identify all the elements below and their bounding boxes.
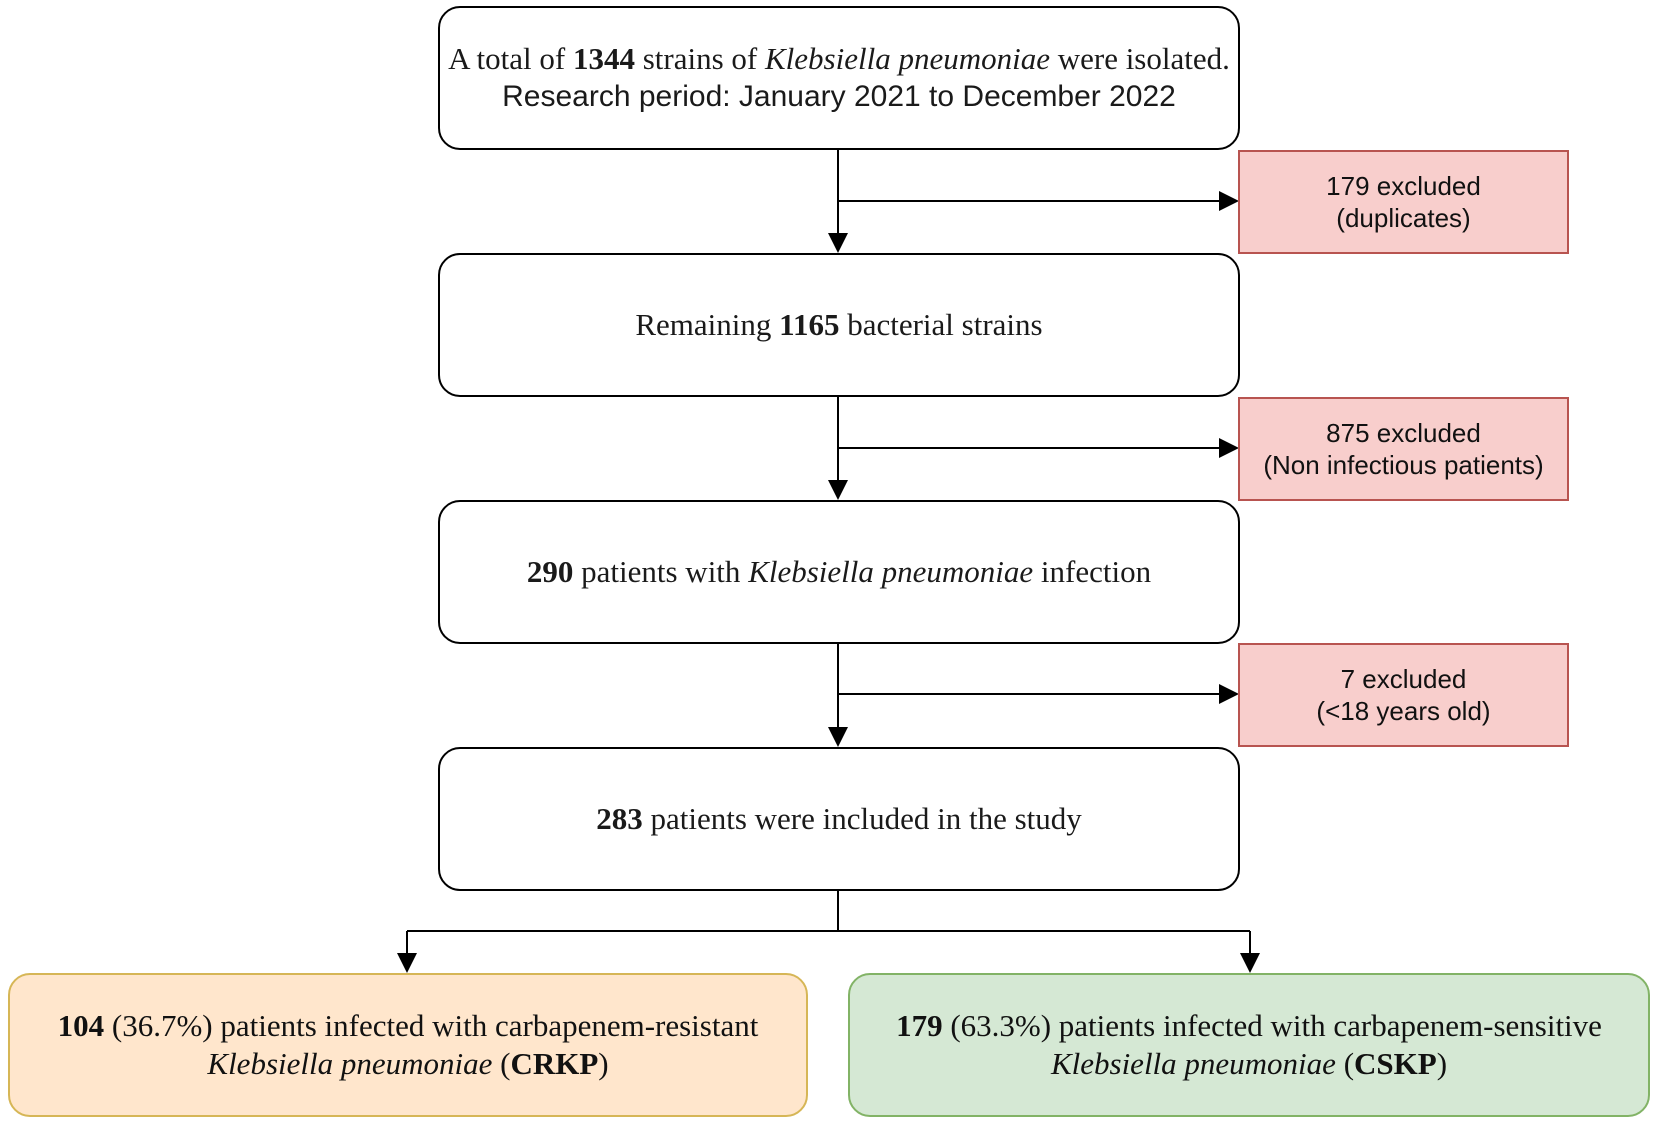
step1-prefix: A total of	[448, 41, 573, 76]
crkp-count: 104	[57, 1008, 105, 1043]
step3-suffix: infection	[1033, 554, 1152, 589]
step3-organism: Klebsiella pneumoniae	[748, 554, 1034, 589]
step1-suffix: were isolated.	[1049, 41, 1230, 76]
step1-count: 1344	[572, 41, 635, 76]
crkp-line2: Klebsiella pneumoniae (CRKP)	[207, 1045, 608, 1083]
exclusion-under-18: 7 excluded (<18 years old)	[1238, 643, 1569, 747]
step2-count: 1165	[779, 307, 840, 342]
research-period: Research period: January 2021 to Decembe…	[502, 80, 1176, 113]
crkp-organism: Klebsiella pneumoniae	[207, 1046, 493, 1081]
step4-text: 283 patients were included in the study	[596, 801, 1082, 837]
exclusion-non-infectious: 875 excluded (Non infectious patients)	[1238, 397, 1569, 501]
outcome-crkp-group: 104 (36.7%) patients infected with carba…	[8, 973, 808, 1117]
exclusion1-count: 179 excluded	[1326, 171, 1481, 201]
step3-text: 290 patients with Klebsiella pneumoniae …	[527, 554, 1151, 590]
cskp-line1: 179 (63.3%) patients infected with carba…	[896, 1007, 1602, 1045]
step3-middle: patients with	[573, 554, 749, 589]
exclusion3-reason: (<18 years old)	[1316, 696, 1491, 726]
cskp-line2: Klebsiella pneumoniae (CSKP)	[1051, 1045, 1447, 1083]
step2-text: Remaining 1165 bacterial strains	[635, 307, 1042, 343]
cskp-open-paren: (	[1335, 1046, 1355, 1081]
step1-organism: Klebsiella pneumoniae	[764, 41, 1050, 76]
crkp-detail: (36.7%) patients infected with carbapene…	[104, 1008, 759, 1043]
step3-count: 290	[526, 554, 574, 589]
exclusion-duplicates: 179 excluded (duplicates)	[1238, 150, 1569, 254]
step-included-patients: 283 patients were included in the study	[438, 747, 1240, 891]
cskp-close-paren: )	[1436, 1046, 1448, 1081]
exclusion2-count: 875 excluded	[1326, 418, 1481, 448]
outcome-cskp-group: 179 (63.3%) patients infected with carba…	[848, 973, 1650, 1117]
step4-count: 283	[596, 801, 643, 836]
crkp-line1: 104 (36.7%) patients infected with carba…	[58, 1007, 759, 1045]
crkp-abbreviation: CRKP	[510, 1046, 599, 1081]
step4-suffix: patients were included in the study	[642, 801, 1082, 836]
cskp-organism: Klebsiella pneumoniae	[1050, 1046, 1336, 1081]
cskp-detail: (63.3%) patients infected with carbapene…	[942, 1008, 1602, 1043]
cskp-abbreviation: CSKP	[1354, 1046, 1437, 1081]
step1-line1: A total of 1344 strains of Klebsiella pn…	[448, 40, 1230, 78]
step2-prefix: Remaining	[635, 307, 780, 342]
step-infected-patients: 290 patients with Klebsiella pneumoniae …	[438, 500, 1240, 644]
exclusion2-reason: (Non infectious patients)	[1263, 450, 1544, 480]
step2-suffix: bacterial strains	[839, 307, 1043, 342]
crkp-close-paren: )	[598, 1046, 609, 1081]
exclusion1-reason: (duplicates)	[1336, 203, 1471, 233]
cskp-count: 179	[896, 1008, 943, 1043]
crkp-open-paren: (	[492, 1046, 511, 1081]
step-total-isolated: A total of 1344 strains of Klebsiella pn…	[438, 6, 1240, 150]
exclusion3-count: 7 excluded	[1340, 664, 1467, 694]
step-remaining-strains: Remaining 1165 bacterial strains	[438, 253, 1240, 397]
step1-middle: strains of	[634, 41, 765, 76]
